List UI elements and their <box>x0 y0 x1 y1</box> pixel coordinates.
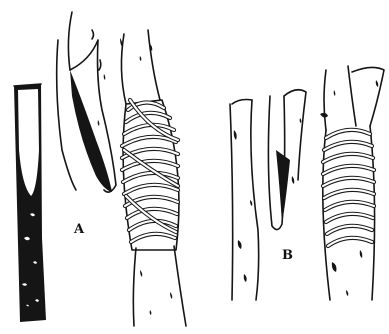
twine-wrapping <box>122 100 178 242</box>
label-b: B <box>282 248 293 263</box>
twine-wrapping-b <box>323 130 374 246</box>
cleft-graft-group-b: B <box>230 66 384 300</box>
scion-wedge-cut <box>14 84 46 322</box>
split-stock <box>230 100 259 301</box>
stock-tongue-cut <box>57 12 116 192</box>
whip-graft-group-a: A <box>14 12 186 326</box>
scion-cleft-wedge <box>268 90 306 230</box>
wrapped-graft-union <box>120 30 186 326</box>
label-a: A <box>73 222 85 237</box>
wrapped-cleft-union <box>320 66 384 300</box>
